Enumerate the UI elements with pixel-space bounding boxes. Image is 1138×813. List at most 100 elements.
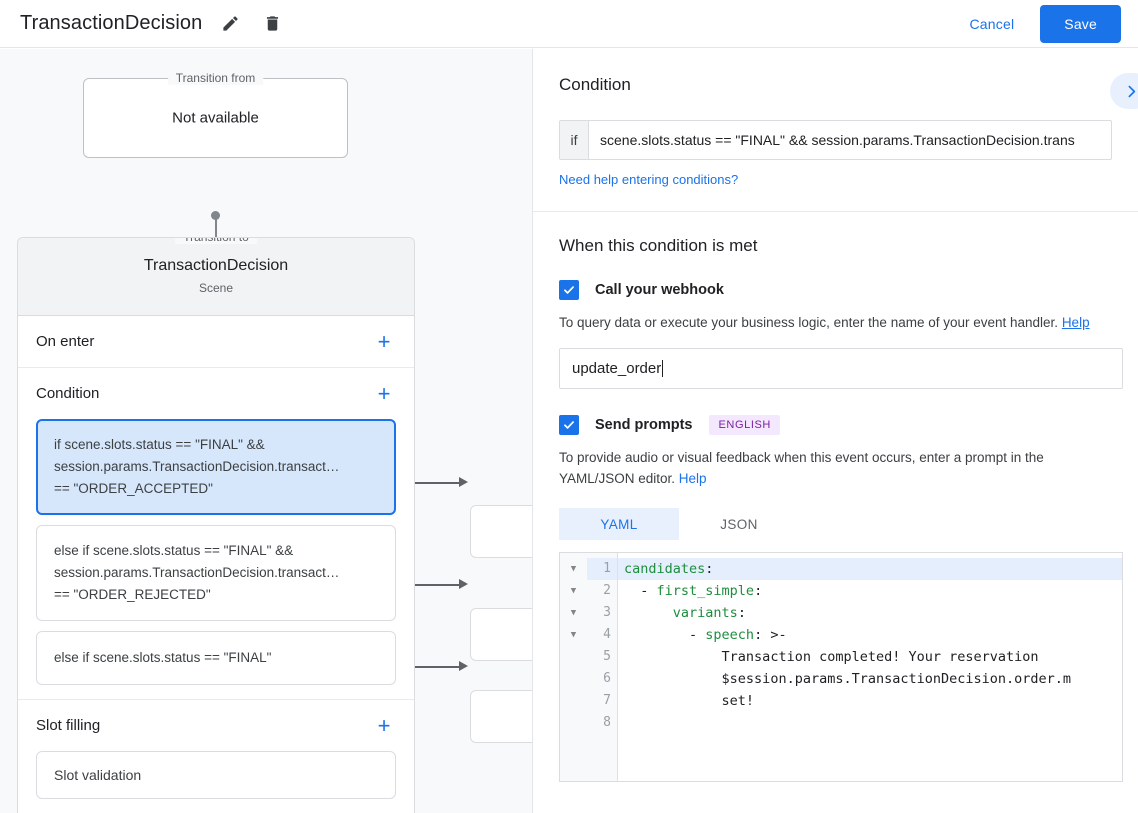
editor-fold-column: ▼ ▼ ▼ ▼	[560, 553, 587, 781]
condition-card-line: session.params.TransactionDecision.trans…	[54, 565, 340, 580]
condition-card-line: == "ORDER_REJECTED"	[54, 587, 211, 602]
section-header-slot-filling: Slot filling +	[36, 700, 396, 751]
text-caret	[662, 360, 664, 377]
delete-button[interactable]	[258, 10, 286, 38]
condition-section: Condition if scene.slots.status == "FINA…	[533, 49, 1138, 212]
condition-card-line: if scene.slots.status == "FINAL" &&	[54, 437, 265, 452]
transition-from-box[interactable]: Transition from Not available	[83, 71, 348, 158]
add-condition-button[interactable]: +	[372, 382, 396, 406]
send-prompts-help-link[interactable]: Help	[678, 471, 707, 486]
section-title-condition: Condition	[36, 385, 100, 402]
condition-connector-arrow-1	[459, 477, 468, 487]
editor-code-line: $session.params.TransactionDecision.orde…	[721, 671, 1072, 687]
language-badge: ENGLISH	[709, 415, 780, 435]
condition-expression-input[interactable]: scene.slots.status == "FINAL" && session…	[600, 132, 1075, 148]
condition-connector-line-3	[400, 666, 461, 668]
transition-from-legend: Transition from	[167, 71, 264, 85]
call-webhook-helper-prefix: To query data or execute your business l…	[559, 315, 1062, 330]
tab-yaml[interactable]: YAML	[559, 508, 679, 540]
scene-graph-canvas[interactable]: Transition from Not available Transition…	[0, 49, 532, 813]
webhook-handler-input[interactable]: update_order	[559, 348, 1123, 389]
topbar-actions: Cancel Save	[958, 4, 1121, 43]
editor-format-tabs: YAML JSON	[559, 508, 1112, 540]
condition-connector-line-1	[400, 482, 461, 484]
scene-card-header: Transition to TransactionDecision Scene	[18, 238, 414, 316]
when-condition-met-section: When this condition is met Call your web…	[533, 212, 1138, 782]
editor-line-number: 7	[603, 693, 611, 708]
transition-to-legend: Transition to	[175, 238, 257, 244]
pencil-icon	[223, 16, 238, 31]
call-webhook-label: Call your webhook	[595, 282, 724, 298]
call-webhook-help-link[interactable]: Help	[1061, 315, 1090, 330]
section-on-enter: On enter +	[18, 316, 414, 368]
send-prompts-helper-text: To provide audio or visual feedback when…	[559, 447, 1112, 489]
scene-card-type: Scene	[198, 281, 234, 295]
save-button[interactable]: Save	[1040, 4, 1121, 43]
editor-line-number: 8	[603, 715, 611, 730]
target-stub-box-1[interactable]	[470, 505, 532, 558]
cancel-button[interactable]: Cancel	[958, 7, 1027, 41]
section-slot-filling: Slot filling + Slot validation	[18, 700, 414, 799]
condition-section-heading: Condition	[559, 75, 631, 94]
editor-code-line: - first_simple:	[624, 583, 763, 599]
send-prompts-row: Send prompts ENGLISH	[559, 415, 1112, 435]
section-title-on-enter: On enter	[36, 333, 95, 350]
editor-fold-toggle[interactable]: ▼	[570, 564, 577, 574]
check-icon	[564, 286, 574, 294]
editor-code-line: - speech: >-	[624, 627, 787, 643]
editor-code-line: Transaction completed! Your reservation	[721, 649, 1039, 665]
section-header-condition: Condition +	[36, 368, 396, 419]
send-prompts-label: Send prompts	[595, 417, 693, 433]
condition-help-link[interactable]: Need help entering conditions?	[559, 172, 739, 187]
call-webhook-helper-text: To query data or execute your business l…	[559, 312, 1112, 333]
add-slot-filling-button[interactable]: +	[372, 714, 396, 738]
if-prefix-label: if	[560, 121, 589, 159]
check-icon	[564, 421, 574, 429]
scene-card[interactable]: Transition to TransactionDecision Scene …	[17, 237, 415, 813]
add-on-enter-button[interactable]: +	[372, 330, 396, 354]
call-webhook-row: Call your webhook	[559, 280, 1112, 300]
condition-card-selected[interactable]: if scene.slots.status == "FINAL" && sess…	[36, 419, 396, 515]
call-webhook-checkbox[interactable]	[559, 280, 579, 300]
when-condition-met-heading: When this condition is met	[559, 236, 758, 255]
edit-name-button[interactable]	[216, 10, 244, 38]
editor-code-line: candidates:	[618, 558, 1122, 580]
editor-code-area[interactable]: candidates: - first_simple: variants: - …	[618, 553, 1122, 781]
top-app-bar: TransactionDecision Cancel Save	[0, 0, 1138, 48]
condition-connector-arrow-2	[459, 579, 468, 589]
target-stub-box-3[interactable]	[470, 690, 532, 743]
transition-from-value: Not available	[172, 109, 259, 127]
editor-fold-toggle	[560, 646, 587, 668]
send-prompts-helper-prefix: To provide audio or visual feedback when…	[559, 450, 1044, 486]
editor-fold-toggle	[560, 668, 587, 690]
condition-details-panel: Condition if scene.slots.status == "FINA…	[532, 49, 1138, 813]
tab-json[interactable]: JSON	[720, 516, 758, 532]
condition-card[interactable]: else if scene.slots.status == "FINAL" &&…	[36, 525, 396, 621]
condition-card[interactable]: else if scene.slots.status == "FINAL"	[36, 631, 396, 685]
editor-line-number: 6	[603, 671, 611, 686]
editor-code-line: set!	[721, 693, 755, 709]
condition-if-row[interactable]: if scene.slots.status == "FINAL" && sess…	[559, 120, 1112, 160]
editor-fold-toggle[interactable]: ▼	[570, 630, 577, 640]
condition-connector-arrow-3	[459, 661, 468, 671]
editor-fold-toggle	[560, 690, 587, 712]
chevron-right-icon	[1128, 85, 1135, 97]
editor-line-number: 5	[603, 649, 611, 664]
collapse-panel-button[interactable]	[1110, 73, 1138, 109]
slot-validation-card[interactable]: Slot validation	[36, 751, 396, 799]
section-condition: Condition + if scene.slots.status == "FI…	[18, 368, 414, 700]
condition-card-line: == "ORDER_ACCEPTED"	[54, 481, 213, 496]
target-stub-box-2[interactable]	[470, 608, 532, 661]
editor-fold-toggle[interactable]: ▼	[570, 586, 577, 596]
send-prompts-checkbox[interactable]	[559, 415, 579, 435]
page-title: TransactionDecision	[20, 12, 203, 34]
editor-fold-toggle[interactable]: ▼	[570, 608, 577, 618]
editor-line-number: 4	[603, 627, 611, 642]
condition-card-line: else if scene.slots.status == "FINAL"	[54, 650, 272, 665]
editor-line-number: 1	[587, 558, 617, 580]
trash-icon	[266, 16, 278, 31]
section-header-on-enter: On enter +	[36, 316, 396, 367]
condition-connector-line-2	[400, 584, 461, 586]
